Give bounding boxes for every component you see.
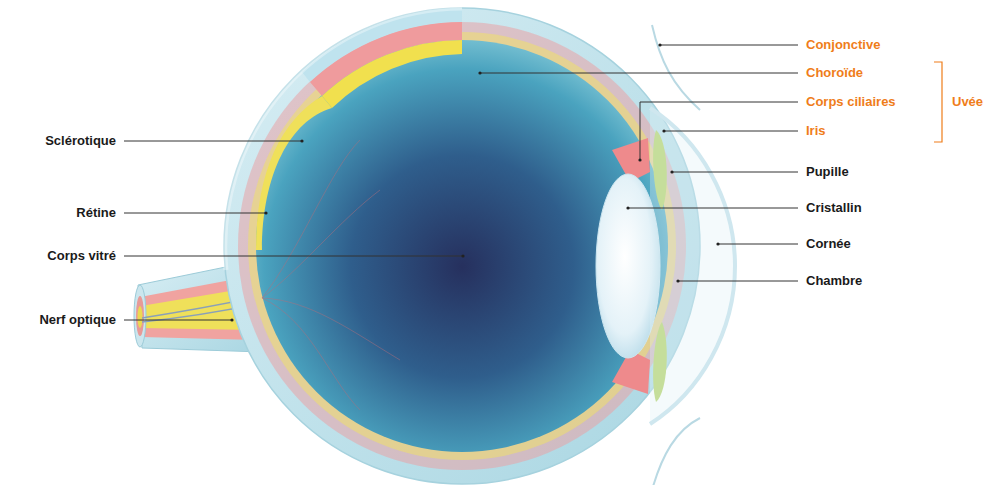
part-label: Sclérotique (45, 133, 116, 149)
part-label: Uvée (952, 94, 983, 110)
part-label: Corps ciliaires (806, 94, 896, 110)
leader-dots (230, 43, 719, 321)
part-label: Cristallin (806, 200, 862, 216)
part-label: Conjonctive (806, 37, 880, 53)
part-label: Iris (806, 123, 826, 139)
eyeball (224, 8, 700, 484)
part-label: Corps vitré (47, 248, 116, 264)
part-label: Choroïde (806, 65, 863, 81)
part-label: Rétine (76, 205, 116, 221)
conjunctiva (652, 25, 700, 485)
cornea (650, 108, 735, 424)
uvea-bracket (934, 62, 942, 142)
front-segment (596, 25, 735, 485)
part-label: Pupille (806, 164, 849, 180)
part-label: Chambre (806, 273, 862, 289)
part-label: Nerf optique (39, 312, 116, 328)
leader-lines (124, 45, 798, 320)
part-label: Cornée (806, 236, 851, 252)
